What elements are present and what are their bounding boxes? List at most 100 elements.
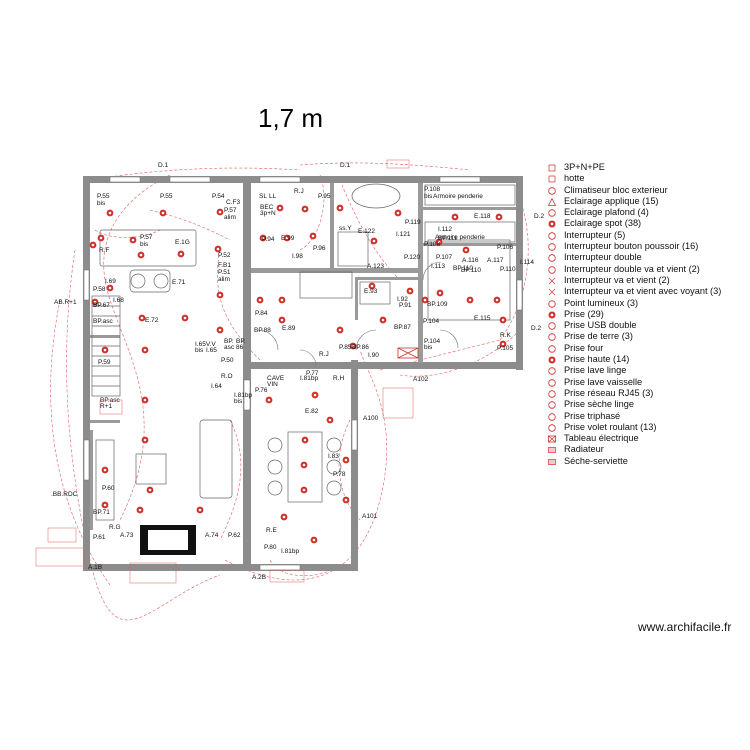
spotlight-icon	[216, 208, 224, 216]
plan-label: A.123	[367, 263, 384, 270]
plan-label: P.107	[436, 254, 453, 261]
plan-label: bis	[424, 193, 433, 200]
legend-item: Eclairage plafond (4)	[546, 207, 746, 218]
shower	[337, 231, 369, 267]
plan-label: VIN	[267, 381, 278, 388]
plan-label: E.1G	[175, 239, 190, 246]
wardrobe-2	[424, 221, 516, 243]
plan-label: R.E	[266, 527, 278, 534]
toilet	[359, 281, 391, 305]
plan-label: A102	[413, 376, 429, 383]
plan-label: P.106	[497, 244, 514, 251]
plan-label: P.110	[500, 266, 516, 273]
spotlight-icon	[196, 506, 204, 514]
legend-label: Prise volet roulant (13)	[564, 421, 657, 432]
plan-label: P.57	[224, 207, 237, 214]
plan-label: P.104	[424, 338, 441, 345]
spotlight-icon	[129, 236, 137, 244]
legend-label: Eclairage applique (15)	[564, 195, 659, 206]
usb-socket-icon	[548, 322, 556, 330]
plan-label: asc	[224, 344, 235, 351]
spotlight-icon	[300, 486, 308, 494]
legend-item: Prise lave linge	[546, 365, 746, 376]
annotation-boxes	[35, 159, 414, 584]
plan-label: P.51	[218, 269, 231, 276]
exterior-walls	[83, 176, 523, 571]
spotlight-icon	[349, 342, 357, 350]
plan-label: A.2B	[252, 574, 266, 581]
spotlight-icon	[301, 205, 309, 213]
spotlight-icon	[451, 213, 459, 221]
plan-label: E.82	[305, 408, 319, 415]
plan-label: D.2	[531, 325, 542, 332]
plan-label: BP.	[236, 338, 246, 345]
plan-label: P.80	[264, 544, 277, 551]
plan-label: P.105	[497, 345, 514, 352]
spotlight-icon	[256, 296, 264, 304]
plan-label: ss.Y	[339, 225, 352, 232]
bathtub	[351, 183, 401, 209]
legend-label: Prise lave linge	[564, 365, 627, 376]
spotlight-icon	[216, 326, 224, 334]
hood-icon	[548, 175, 556, 183]
plan-label: I.81bp	[234, 392, 252, 399]
legend-label: Prise sèche linge	[564, 399, 634, 410]
spotlight-icon	[177, 250, 185, 258]
plan-label: R.F	[99, 247, 110, 254]
plan-label: I.83	[328, 453, 339, 460]
plan-label: D.1	[340, 162, 351, 169]
spotlight-icon	[301, 436, 309, 444]
plan-label: A.117	[487, 257, 504, 264]
plan-label: SL	[259, 193, 267, 200]
plan-label: P.58	[93, 286, 106, 293]
plan-label: P.84	[255, 310, 268, 317]
spotlight-icon	[436, 289, 444, 297]
electrical-panel-icon	[548, 435, 556, 443]
wardrobe-1	[424, 184, 516, 206]
spotlight-icon	[259, 234, 267, 242]
plan-label: P.62	[228, 532, 241, 539]
rj45-socket-icon	[548, 390, 556, 398]
plan-label: R.G	[109, 524, 121, 531]
plan-label: P.59	[98, 359, 111, 366]
scale-label: 1,7 m	[258, 103, 324, 133]
legend-item: Interrupteur va et vient avec voyant (3)	[546, 286, 746, 297]
spotlight-icon	[300, 461, 308, 469]
plan-label: I.68	[113, 297, 124, 304]
doors	[257, 261, 459, 367]
plan-label: P.55	[160, 193, 173, 200]
legend-label: Interrupteur double va et vient (2)	[564, 263, 700, 274]
plan-label: LL	[269, 193, 277, 200]
plan-label: R+1	[100, 403, 112, 410]
plan-label: AB.R+1	[54, 299, 77, 306]
spotlight-icon	[499, 316, 507, 324]
legend-label: Prise haute (14)	[564, 354, 630, 365]
spotlight-icon	[493, 296, 501, 304]
legend-label: 3P+N+PE	[564, 162, 605, 172]
plan-label: I.98	[292, 253, 303, 260]
plan-label: BP.	[224, 338, 234, 345]
legend-label: Prise réseau RJ45 (3)	[564, 387, 654, 398]
plan-label: I.113	[431, 263, 445, 270]
spotlight-icon	[106, 284, 114, 292]
legend-item: Prise triphasé	[546, 411, 746, 422]
spotlight-icon	[101, 346, 109, 354]
switch-icon	[548, 232, 556, 240]
plan-label: A100	[363, 415, 379, 422]
plan-label: E.72	[145, 317, 159, 324]
push-button-icon	[548, 243, 556, 251]
plan-label: D.2	[534, 213, 545, 220]
legend-label: Interrupteur bouton poussoir (16)	[564, 241, 699, 252]
furniture	[91, 183, 516, 521]
legend-item: Interrupteur double	[546, 252, 746, 263]
spotlight-icon	[370, 237, 378, 245]
legend-label: Climatiseur bloc exterieur	[564, 184, 668, 195]
radiator-icon	[548, 447, 556, 454]
legend-item: 3P+N+PE	[546, 162, 746, 173]
plan-label: P.95	[318, 193, 331, 200]
plan-label: I.69	[105, 278, 116, 285]
legend-item: Prise réseau RJ45 (3)	[546, 388, 746, 399]
three-phase-socket-icon	[548, 412, 556, 421]
legend-item: Climatiseur bloc exterieur	[546, 185, 746, 196]
plan-label: A.73	[120, 532, 134, 539]
